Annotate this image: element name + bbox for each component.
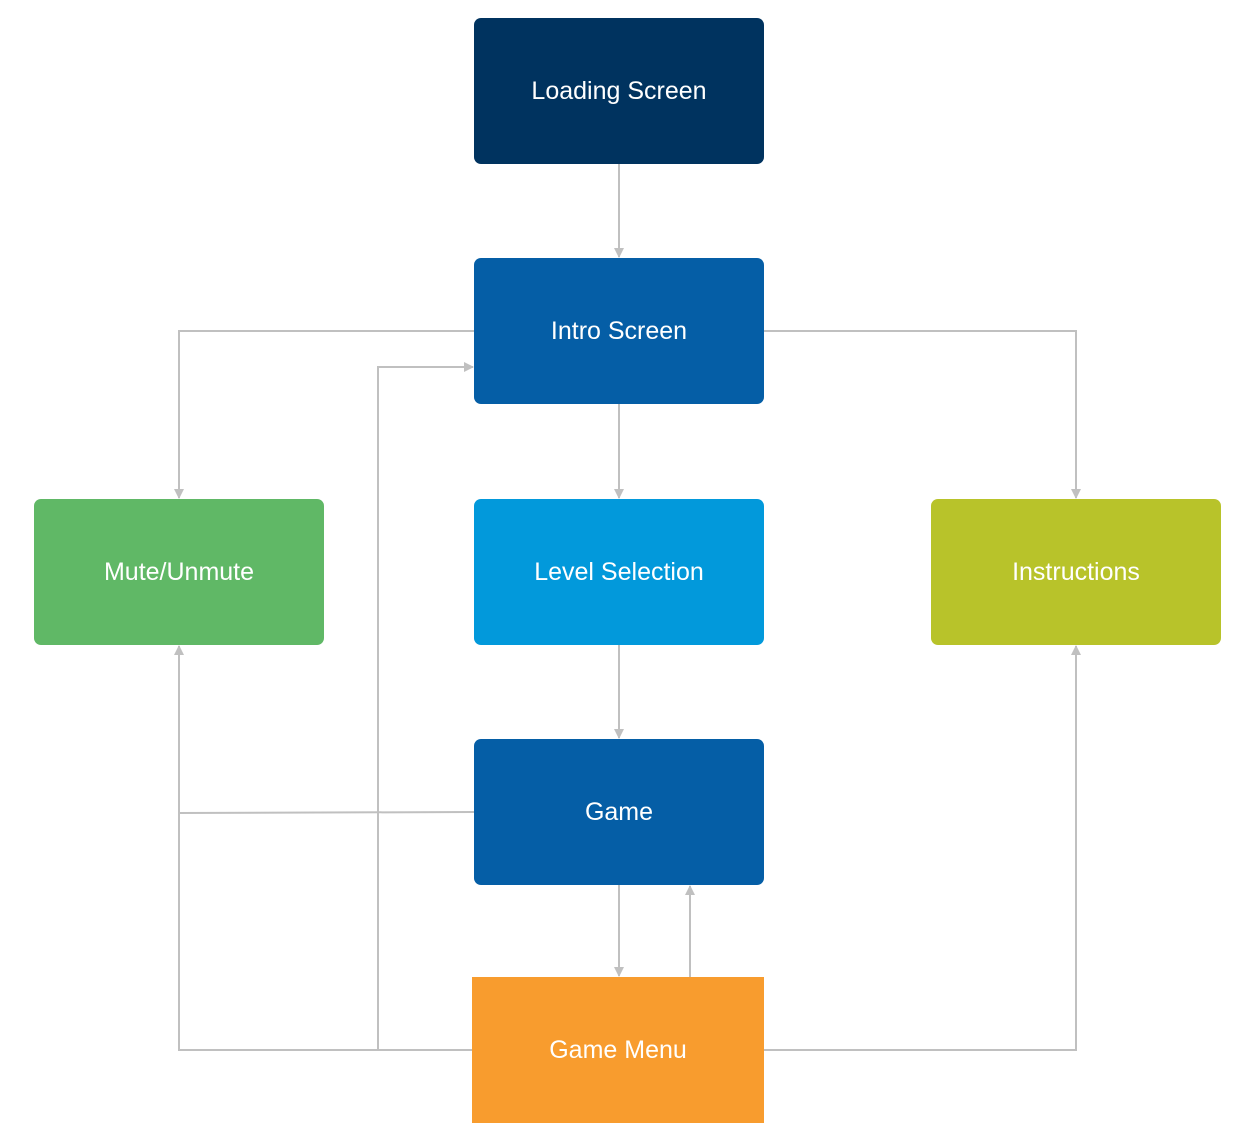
- node-game-menu[interactable]: Game Menu: [472, 977, 764, 1123]
- edge-game-to-mute: [174, 645, 475, 815]
- node-label: Level Selection: [534, 557, 704, 586]
- node-instructions[interactable]: Instructions: [931, 499, 1221, 645]
- node-label: Intro Screen: [550, 316, 688, 345]
- node-label: Game Menu: [549, 1035, 687, 1064]
- node-intro-screen[interactable]: Intro Screen: [474, 258, 764, 404]
- node-level-selection[interactable]: Level Selection: [474, 499, 764, 645]
- node-loading-screen[interactable]: Loading Screen: [474, 18, 764, 164]
- node-label: Mute/Unmute: [103, 557, 255, 586]
- node-label: Instructions: [1012, 557, 1140, 586]
- edge-menu-to-mute: [178, 813, 472, 1051]
- edge-menu-to-instructions: [764, 645, 1081, 1051]
- node-mute-unmute[interactable]: Mute/Unmute: [34, 499, 324, 645]
- node-label: Loading Screen: [531, 76, 707, 105]
- edge-menu-to-intro: [377, 362, 474, 1050]
- node-label: Game: [584, 797, 654, 826]
- edge-intro-to-instructions: [764, 330, 1081, 499]
- node-game[interactable]: Game: [474, 739, 764, 885]
- edge-intro-to-mute: [174, 330, 474, 499]
